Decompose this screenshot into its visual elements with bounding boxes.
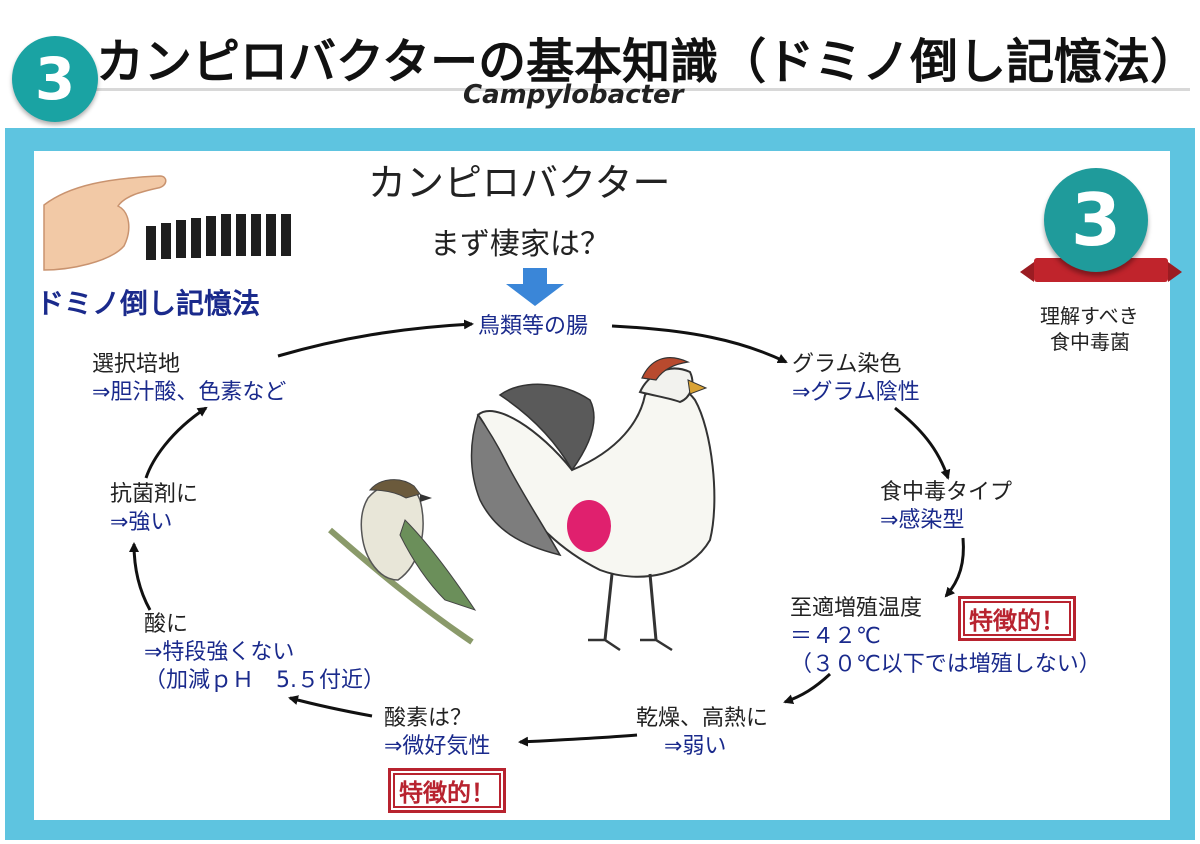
temp-question: 至適増殖温度 [790, 596, 923, 621]
arrow-dry-to-oxy [518, 733, 638, 747]
arrow-acid-to-anti [129, 542, 152, 611]
type-question: 食中毒タイプ [880, 480, 1013, 505]
page-title: カンピロバクターの基本知識（ドミノ倒し記憶法） [96, 34, 1199, 90]
stamp-temp: 特徴的！ [958, 596, 1076, 641]
arrow-oxy-to-acid [288, 695, 373, 718]
arrow-anti-to-medium [144, 406, 208, 479]
badge-label-1: 理解すべき [1040, 304, 1139, 328]
domino-hand-icon [43, 175, 291, 271]
antibiotic-question: 抗菌剤に [110, 482, 199, 507]
temp-answer: ＝４２℃ [790, 624, 881, 649]
gram-answer: ⇒グラム陰性 [792, 380, 920, 405]
oxygen-answer: ⇒微好気性 [384, 734, 491, 759]
medium-question: 選択培地 [92, 352, 181, 377]
temp-note: （３０℃以下では増殖しない） [790, 652, 1101, 677]
page-subtitle: Campylobacter [463, 80, 684, 110]
acid-answer: ⇒特段強くない [144, 640, 295, 665]
gram-question: グラム染色 [792, 352, 902, 377]
dry-answer: ⇒弱い [664, 734, 727, 759]
dry-question: 乾燥、高熱に [636, 706, 769, 731]
domino-method-label: ドミノ倒し記憶法 [36, 287, 261, 320]
antibiotic-answer: ⇒強い [110, 510, 173, 535]
type-answer: ⇒感染型 [880, 508, 965, 533]
arrow-medium-to-habitat [277, 319, 474, 358]
habitat-pointer-arrow [506, 268, 564, 306]
badge-number: 3 [1044, 168, 1148, 272]
oxygen-question: 酸素は？ [384, 706, 473, 731]
habitat-node: 鳥類等の腸 [478, 314, 589, 339]
arrow-type-to-temp [944, 537, 965, 598]
medium-answer: ⇒胆汁酸、色素など [92, 380, 287, 405]
acid-question: 酸に [144, 612, 189, 637]
header-rule [96, 88, 1190, 91]
section-number-badge: 3 [12, 36, 98, 122]
acid-note: （加減ｐＨ 5.５付近） [144, 668, 385, 693]
arrow-gram-to-type [894, 406, 951, 480]
diagram-title: カンピロバクター [368, 161, 671, 205]
sparrow-icon [328, 479, 477, 645]
rooster-icon [470, 357, 716, 652]
arrow-habitat-to-gram [611, 324, 788, 364]
badge-label-2: 食中毒菌 [1050, 330, 1130, 354]
arrow-temp-to-dry [783, 672, 832, 705]
stamp-oxygen: 特徴的！ [388, 768, 506, 813]
habitat-question: まず棲家は？ [430, 227, 610, 262]
